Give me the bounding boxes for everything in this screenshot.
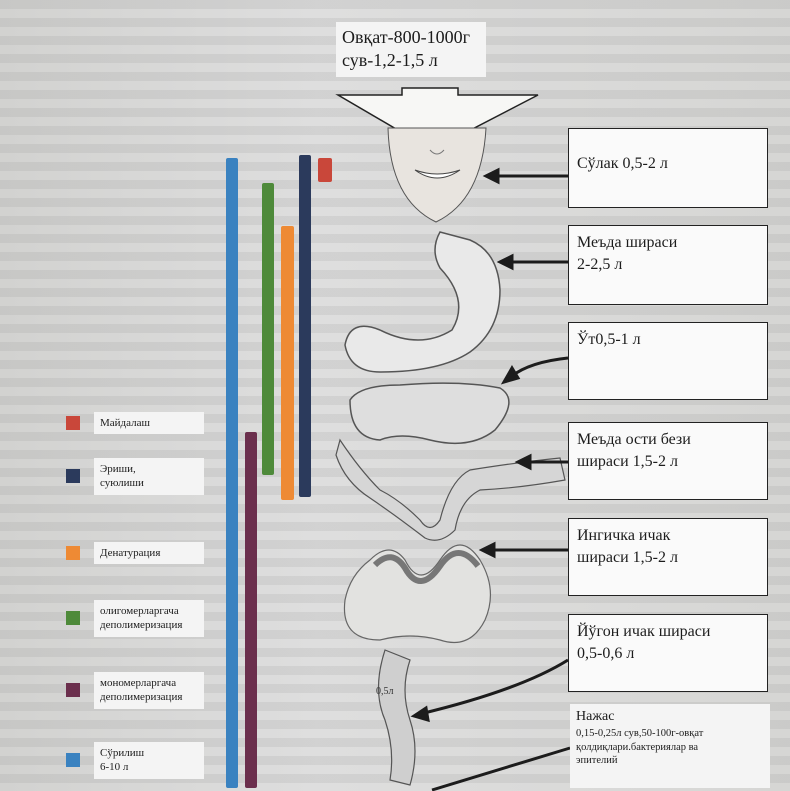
legend-item-grinding: Майдалаш [66, 412, 204, 434]
legend-label-2: деполимеризация [100, 618, 198, 632]
small-intestine-juice-label: Ингичка ичак [577, 525, 759, 547]
stomach-illustration [345, 232, 500, 372]
legend-label: Денатурация [100, 546, 198, 560]
bar-oligomer-depolymerization [262, 183, 274, 475]
legend-label: Майдалаш [100, 416, 198, 430]
legend-swatch [66, 416, 80, 430]
legend-item-denaturation: Денатурация [66, 542, 204, 564]
large-intestine-illustration [379, 650, 416, 785]
pancreatic-juice-box: Меъда ости бези шираси 1,5-2 л [568, 422, 768, 500]
stomach-juice-volume: 2-2,5 л [577, 254, 759, 276]
feces-label: Нажас [576, 708, 764, 727]
legend-label: Эриши, [100, 462, 198, 476]
feces-detail-2: қолдиқлари.бактериялар ва [576, 741, 764, 755]
saliva-label: Сўлак 0,5-2 л [577, 153, 759, 175]
bar-monomer-depolymerization [245, 432, 257, 788]
intestine-mark-text: 0,5л [376, 686, 394, 697]
liver-illustration [350, 383, 509, 443]
feces-box: Нажас 0,15-0,25л сув,50-100г-овқат қолди… [570, 704, 770, 788]
large-intestine-juice-volume: 0,5-0,6 л [577, 643, 759, 665]
stomach-juice-label: Меъда шираси [577, 232, 759, 254]
large-intestine-juice-box: Йўгон ичак шираси 0,5-0,6 л [568, 614, 768, 692]
legend-label-2: деполимеризация [100, 690, 198, 704]
legend-label: олигомерларгача [100, 604, 198, 618]
small-intestine-juice-volume: шираси 1,5-2 л [577, 547, 759, 569]
legend-swatch [66, 546, 80, 560]
legend-swatch [66, 469, 80, 483]
feces-detail-1: 0,15-0,25л сув,50-100г-овқат [576, 727, 764, 741]
pancreatic-juice-volume: шираси 1,5-2 л [577, 451, 759, 473]
legend-swatch [66, 683, 80, 697]
legend-swatch [66, 753, 80, 767]
legend-swatch [66, 611, 80, 625]
small-intestine-juice-box: Ингичка ичак шираси 1,5-2 л [568, 518, 768, 596]
bar-denaturation [281, 226, 294, 500]
legend-label-2: суюлиши [100, 476, 198, 490]
feces-detail-3: эпителий [576, 754, 764, 768]
legend-item-dissolution: Эриши,суюлиши [66, 458, 204, 495]
saliva-box: Сўлак 0,5-2 л [568, 128, 768, 208]
legend-label: Сўрилиш [100, 746, 198, 760]
stomach-juice-box: Меъда шираси 2-2,5 л [568, 225, 768, 305]
legend-label: мономерларгача [100, 676, 198, 690]
bar-dissolution [299, 155, 311, 497]
bile-box: Ўт0,5-1 л [568, 322, 768, 400]
face-illustration [388, 128, 486, 222]
large-intestine-juice-label: Йўгон ичак шираси [577, 621, 759, 643]
bile-label: Ўт0,5-1 л [577, 329, 759, 351]
pancreatic-juice-label: Меъда ости бези [577, 429, 759, 451]
legend-label-2: 6-10 л [100, 760, 198, 774]
bar-absorption [226, 158, 238, 788]
bar-grinding [318, 158, 332, 182]
